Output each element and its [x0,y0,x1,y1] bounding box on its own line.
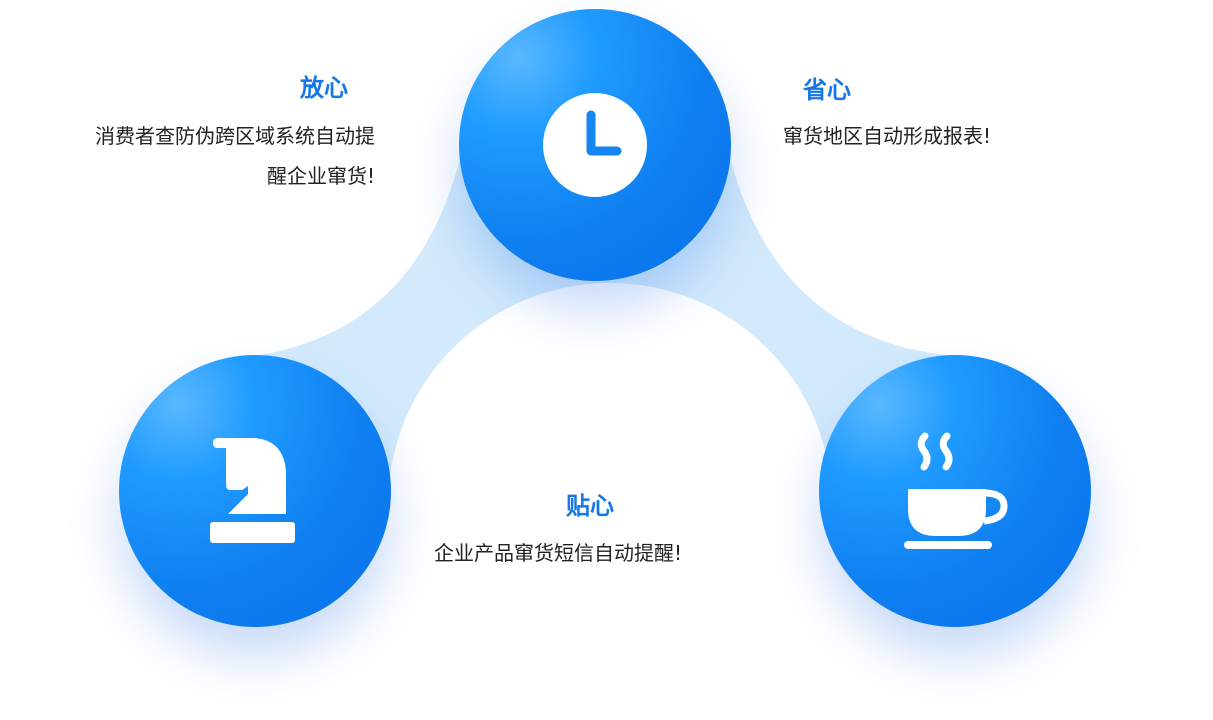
coffee-circle [819,355,1091,627]
desc-line: 醒企业窜货! [266,164,375,188]
knight-circle [119,355,391,627]
chess-knight-icon [210,438,295,543]
desc-tiexin: 企业产品窜货短信自动提醒! [434,541,683,565]
title-tiexin: 贴心 [566,492,614,520]
desc-fangxin: 消费者查防伪跨区域系统自动提 醒企业窜货! [95,116,375,196]
desc-shengxin: 窜货地区自动形成报表! [783,124,992,148]
clock-circle [459,9,731,281]
title-fangxin: 放心 [300,74,348,102]
desc-line: 消费者查防伪跨区域系统自动提 [95,124,375,148]
coffee-cup-icon [904,432,1008,549]
clock-icon [543,93,647,197]
title-shengxin: 省心 [803,76,851,104]
